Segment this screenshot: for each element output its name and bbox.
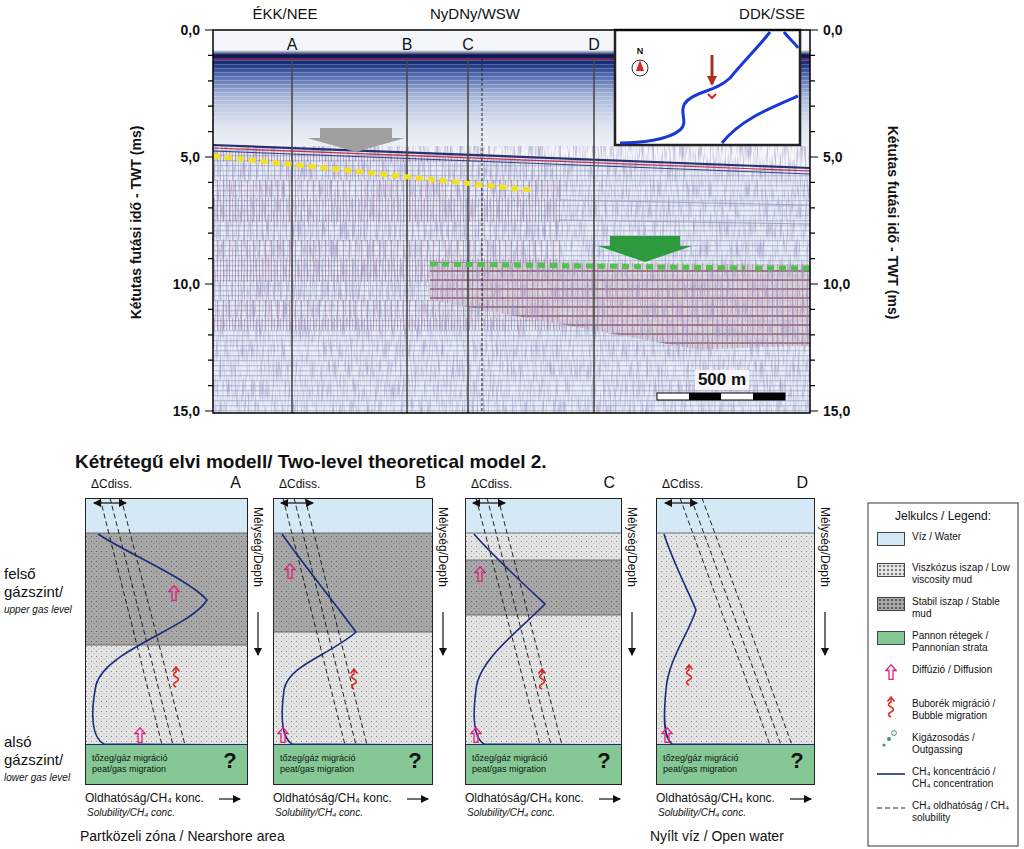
direction-label: NyDNy/WSW — [430, 5, 520, 23]
model-column: ΔCdiss.BMélység/Depthtőzeg/gáz migráció … — [273, 498, 433, 785]
legend-text: CH₄ koncentráció / CH₄ concentration — [912, 766, 1016, 790]
legend-text: Kigázosodás / Outgassing — [912, 732, 1016, 756]
column-letter: A — [230, 473, 241, 492]
gas-level-label: felső gázszint/ — [4, 565, 76, 601]
scale-label: 500 m — [695, 370, 749, 390]
model-column: ΔCdiss.AMélység/Depthtőzeg/gáz migráció … — [85, 498, 248, 785]
peat-gas-band: tőzeg/gáz migráció peat/gas migration? — [657, 744, 814, 784]
zone-label: Partközeli zóna / Nearshore area — [80, 828, 285, 845]
delta-c-label: ΔCdiss. — [471, 477, 512, 491]
section-letter: C — [462, 35, 474, 54]
legend-swatch — [877, 563, 905, 577]
axis-tick-label: 15,0 — [173, 403, 200, 420]
peat-gas-band: tőzeg/gáz migráció peat/gas migration? — [274, 744, 432, 784]
legend-swatch — [877, 631, 905, 645]
gas-level-label: lower gas level — [4, 772, 70, 784]
band-text: tőzeg/gáz migráció peat/gas migration — [92, 753, 196, 775]
axis-title: Kétutas futási idő - TWT (ms) — [884, 125, 901, 319]
legend-swatch — [877, 597, 905, 611]
question-mark: ? — [790, 748, 803, 774]
legend-text: Víz / Water — [912, 531, 1016, 543]
x-axis-label: Solubility/CH₄ conc. — [87, 807, 175, 819]
gas-level-label: alsó gázszint/ — [4, 733, 76, 769]
peat-gas-band: tőzeg/gáz migráció peat/gas migration? — [86, 744, 247, 784]
peat-gas-band: tőzeg/gáz migráció peat/gas migration? — [466, 744, 621, 784]
model-column: ΔCdiss.DMélység/Depthtőzeg/gáz migráció … — [656, 498, 815, 785]
band-text: tőzeg/gáz migráció peat/gas migration — [280, 753, 384, 775]
delta-c-label: ΔCdiss. — [279, 477, 320, 491]
direction-label: DDK/SSE — [739, 5, 805, 23]
x-axis-label: Oldhatóság/CH₄ konc. — [85, 791, 204, 805]
band-text: tőzeg/gáz migráció peat/gas migration — [472, 753, 576, 775]
column-letter: C — [603, 473, 615, 492]
axis-tick-label: 0,0 — [181, 22, 200, 39]
x-axis-label: Solubility/CH₄ conc. — [658, 807, 746, 819]
legend-title: Jelkulcs / Legend: — [895, 509, 991, 523]
north-label: N — [637, 46, 644, 57]
legend-text: CH₄ oldhatóság / CH₄ solubility — [912, 800, 1016, 824]
model-columns-artwork — [85, 498, 825, 799]
question-mark: ? — [223, 748, 236, 774]
legend-text: Diffúzió / Diffusion — [912, 664, 1016, 676]
axis-tick-label: 0,0 — [823, 22, 842, 39]
depth-axis-label: Mélység/Depth — [436, 507, 450, 587]
question-mark: ? — [597, 748, 610, 774]
x-axis-label: Oldhatóság/CH₄ konc. — [656, 791, 775, 805]
question-mark: ? — [408, 748, 421, 774]
section-letter: D — [588, 35, 600, 54]
model-column: ΔCdiss.CMélység/Depthtőzeg/gáz migráció … — [465, 498, 622, 785]
depth-axis-label: Mélység/Depth — [818, 507, 832, 587]
column-letter: B — [415, 473, 426, 492]
legend-text: Buborék migráció / Bubble migration — [912, 698, 1016, 722]
legend-text: Viszkózus iszap / Low viscosity mud — [912, 562, 1016, 586]
axis-tick-label: 10,0 — [823, 276, 850, 293]
zone-label: Nyílt víz / Open water — [650, 828, 784, 845]
gas-level-label: upper gas level — [4, 604, 72, 616]
axis-tick-label: 10,0 — [173, 276, 200, 293]
delta-c-label: ΔCdiss. — [662, 477, 703, 491]
section-letter: A — [287, 35, 298, 54]
x-axis-label: Oldhatóság/CH₄ konc. — [465, 791, 584, 805]
legend-text: Stabil iszap / Stable mud — [912, 596, 1016, 620]
band-text: tőzeg/gáz migráció peat/gas migration — [663, 753, 767, 775]
axis-tick-label: 15,0 — [823, 403, 850, 420]
x-axis-label: Solubility/CH₄ conc. — [275, 807, 363, 819]
depth-axis-label: Mélység/Depth — [625, 507, 639, 587]
x-axis-label: Oldhatóság/CH₄ konc. — [273, 791, 392, 805]
seismic-profile — [205, 30, 818, 413]
legend-frame — [868, 503, 1018, 846]
column-letter: D — [796, 473, 808, 492]
legend-swatch — [877, 532, 905, 546]
axis-tick-label: 5,0 — [823, 149, 842, 166]
axis-tick-label: 5,0 — [181, 149, 200, 166]
delta-c-label: ΔCdiss. — [91, 477, 132, 491]
x-axis-label: Solubility/CH₄ conc. — [467, 807, 555, 819]
depth-axis-label: Mélység/Depth — [251, 507, 265, 587]
section-letter: B — [402, 35, 413, 54]
direction-label: ÉKK/NEE — [252, 5, 317, 23]
legend-text: Pannon rétegek / Pannonian strata — [912, 630, 1016, 654]
figure-title: Kétrétegű elvi modell/ Two-level theoret… — [75, 450, 547, 473]
axis-title: Kétutas futási idő - TWT (ms) — [128, 125, 145, 319]
